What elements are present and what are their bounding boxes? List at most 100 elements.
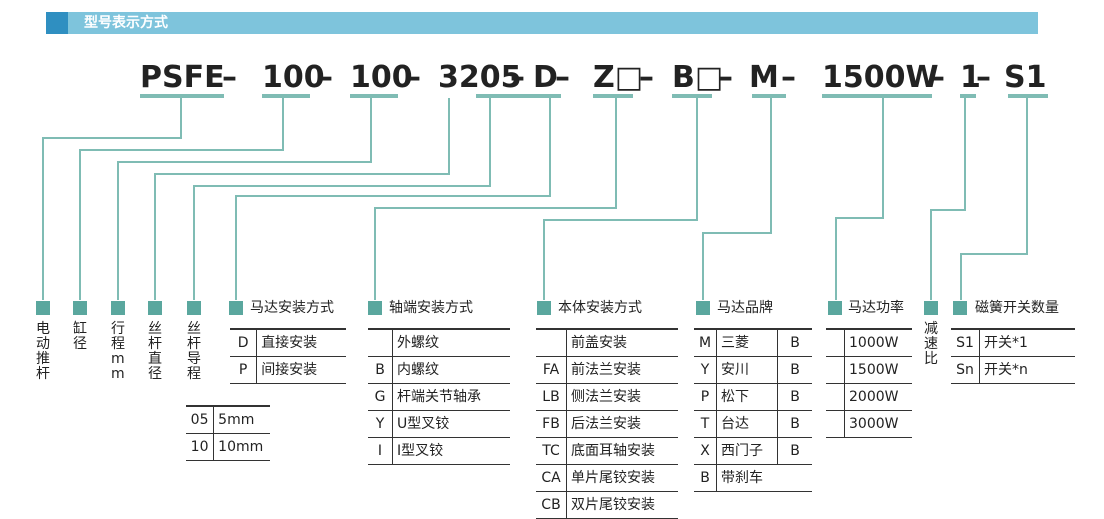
label-marker — [73, 301, 87, 315]
table-row: 外螺纹 — [368, 328, 510, 357]
code-underline — [672, 94, 712, 98]
connector-rod-end — [374, 98, 617, 300]
code-cell: Sn — [951, 356, 980, 384]
desc-cell: 底面耳轴安装 — [566, 437, 678, 465]
label-electric-actuator: 电动推杆 — [36, 321, 50, 382]
label-marker — [924, 301, 938, 315]
table-row: 1000W — [826, 328, 912, 357]
code-cell: B — [368, 356, 393, 384]
code-cell: D — [230, 328, 258, 357]
code-dash: – — [781, 60, 796, 95]
section-marker — [696, 301, 710, 315]
desc-cell: U型叉铰 — [392, 410, 510, 438]
code-underline — [350, 94, 398, 98]
table-row: 1500W — [826, 356, 912, 384]
desc-cell: 台达 — [716, 410, 778, 438]
desc-cell: 前法兰安装 — [566, 356, 678, 384]
desc-cell: 带刹车 — [716, 464, 812, 492]
desc-cell: 10mm — [213, 433, 270, 461]
code-cell: P — [694, 383, 717, 411]
code-cell: CB — [536, 491, 567, 519]
code-dash: – — [718, 60, 733, 95]
desc-cell: 西门子 — [716, 437, 778, 465]
code-cell: P — [230, 356, 258, 384]
desc-cell: 三菱 — [716, 328, 778, 357]
section-marker — [368, 301, 382, 315]
code-cell: S1 — [951, 328, 980, 357]
reed-switch-title: 磁簧开关数量 — [975, 300, 1059, 316]
connector-stroke — [117, 98, 372, 300]
connector-motor-brand — [702, 98, 772, 300]
code-dash: – — [930, 60, 945, 95]
code-underline — [262, 94, 310, 98]
section-marker — [828, 301, 842, 315]
brake-code-cell: B — [777, 328, 812, 357]
brake-code-cell: B — [777, 356, 812, 384]
code-cell: LB — [536, 383, 567, 411]
table-row: 2000W — [826, 383, 912, 411]
desc-cell: 5mm — [213, 405, 270, 434]
motor-brand-title: 马达品牌 — [717, 300, 773, 316]
connector-ratio — [930, 98, 966, 300]
code-dash: – — [510, 60, 525, 95]
code-dash: – — [406, 60, 421, 95]
header-bar: 型号表示方式 — [46, 12, 1038, 34]
code-cell: FB — [536, 410, 567, 438]
code-segment: 3205 — [438, 60, 522, 95]
desc-cell: 1500W — [844, 356, 912, 384]
connector-screw-pitch — [193, 98, 491, 300]
connector-screw-dia — [154, 98, 450, 300]
desc-cell: 外螺纹 — [392, 328, 510, 357]
code-segment: D — [533, 60, 558, 95]
connector-motor-power — [835, 98, 884, 300]
desc-cell: 直接安装 — [256, 328, 346, 357]
code-segment: 100 — [350, 60, 413, 95]
code-underline — [1008, 94, 1048, 98]
code-dash: – — [555, 60, 570, 95]
body-mount-title: 本体安装方式 — [558, 300, 642, 316]
code-cell: Y — [694, 356, 717, 384]
code-segment: 1 — [960, 60, 981, 95]
code-dash: – — [976, 60, 991, 95]
desc-cell: 松下 — [716, 383, 778, 411]
connector-reed — [960, 98, 1028, 300]
table-row: 3000W — [826, 410, 912, 438]
code-cell — [368, 328, 393, 357]
code-dash: – — [222, 60, 237, 95]
desc-cell: 单片尾铰安装 — [566, 464, 678, 492]
code-underline — [537, 94, 561, 98]
connector-psfe — [42, 98, 182, 300]
code-underline — [140, 94, 224, 98]
label-screw-diameter: 丝杆直径 — [148, 321, 162, 382]
desc-cell: 内螺纹 — [392, 356, 510, 384]
section-marker — [953, 301, 967, 315]
desc-cell: 2000W — [844, 383, 912, 411]
code-cell: 10 — [186, 433, 215, 461]
code-underline — [476, 94, 556, 98]
desc-cell: I型叉铰 — [392, 437, 510, 465]
desc-cell: 间接安装 — [256, 356, 346, 384]
brake-code-cell: B — [777, 383, 812, 411]
code-cell: CA — [536, 464, 567, 492]
connector-motor-mount — [235, 98, 551, 300]
